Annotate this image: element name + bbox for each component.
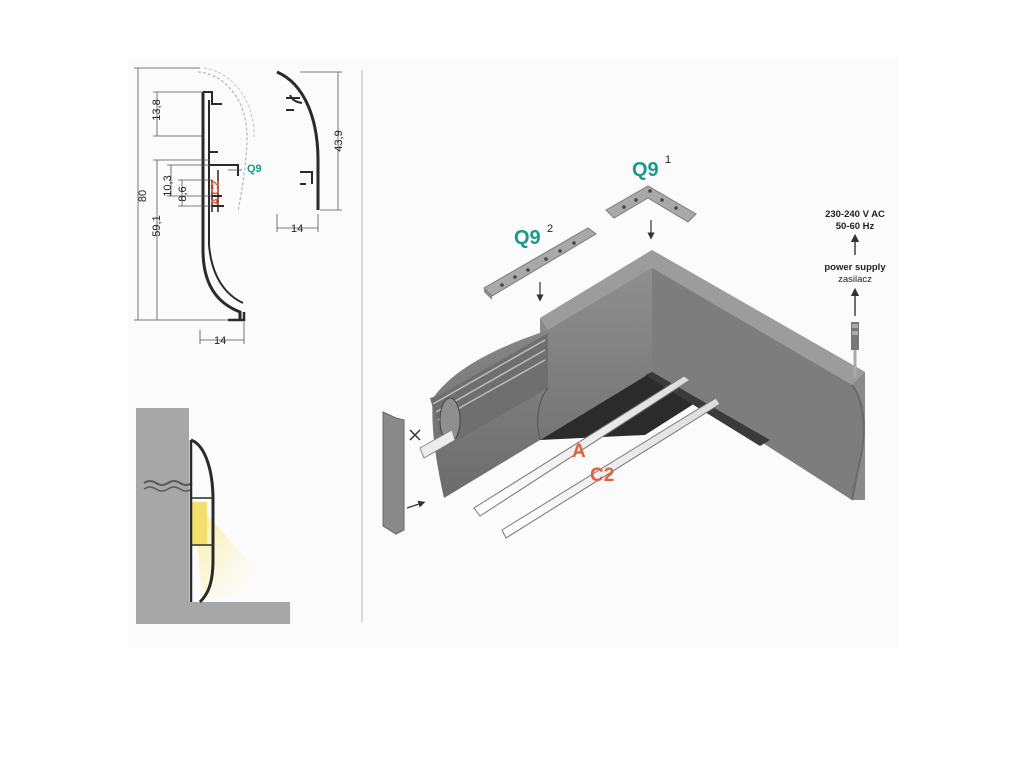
cut-mark-icon xyxy=(409,429,421,441)
dim-8-6: 8,6 xyxy=(177,186,189,201)
frequency-text: 50-60 Hz xyxy=(836,221,875,232)
end-cap-arrow xyxy=(406,500,426,509)
q9-2-label: Q9 xyxy=(514,227,541,249)
diffuser-strip-c2 xyxy=(501,397,721,539)
led-strip xyxy=(419,429,456,459)
dim-80: 80 xyxy=(137,190,149,202)
dim-14-bottom: 14 xyxy=(214,335,226,347)
dim-13-8: 13,8 xyxy=(151,99,163,120)
dim-43-9: 43,9 xyxy=(333,130,345,151)
power-supply-text: power supply xyxy=(824,262,886,273)
q9-connector-straight xyxy=(483,227,597,300)
diffuser-strip-a xyxy=(473,375,691,517)
dimension-lines xyxy=(134,67,245,344)
exploded-view xyxy=(430,250,865,501)
dim-14-cover: 14 xyxy=(291,223,303,235)
q9-2-superscript: 2 xyxy=(547,223,553,235)
cover-dimension-lines xyxy=(276,71,342,232)
end-cap xyxy=(382,411,405,535)
power-cable xyxy=(851,322,859,378)
q9-connector-corner xyxy=(605,185,697,223)
strip-a-label: A xyxy=(572,441,586,462)
installation-view xyxy=(136,408,290,624)
q9-callout: Q9 xyxy=(247,163,262,175)
cover-cross-section xyxy=(276,70,320,210)
dim-10-3: 10,3 xyxy=(162,175,174,196)
dim-59-1: 59,1 xyxy=(151,215,163,236)
zasilacz-text: zasilacz xyxy=(838,274,872,285)
strip-c2-label: C2 xyxy=(590,465,614,486)
q9-1-label: Q9 xyxy=(632,159,659,181)
a-c2-callout: A C2 xyxy=(210,181,222,206)
voltage-text: 230-240 V AC xyxy=(825,209,885,220)
q9-1-superscript: 1 xyxy=(665,154,671,166)
